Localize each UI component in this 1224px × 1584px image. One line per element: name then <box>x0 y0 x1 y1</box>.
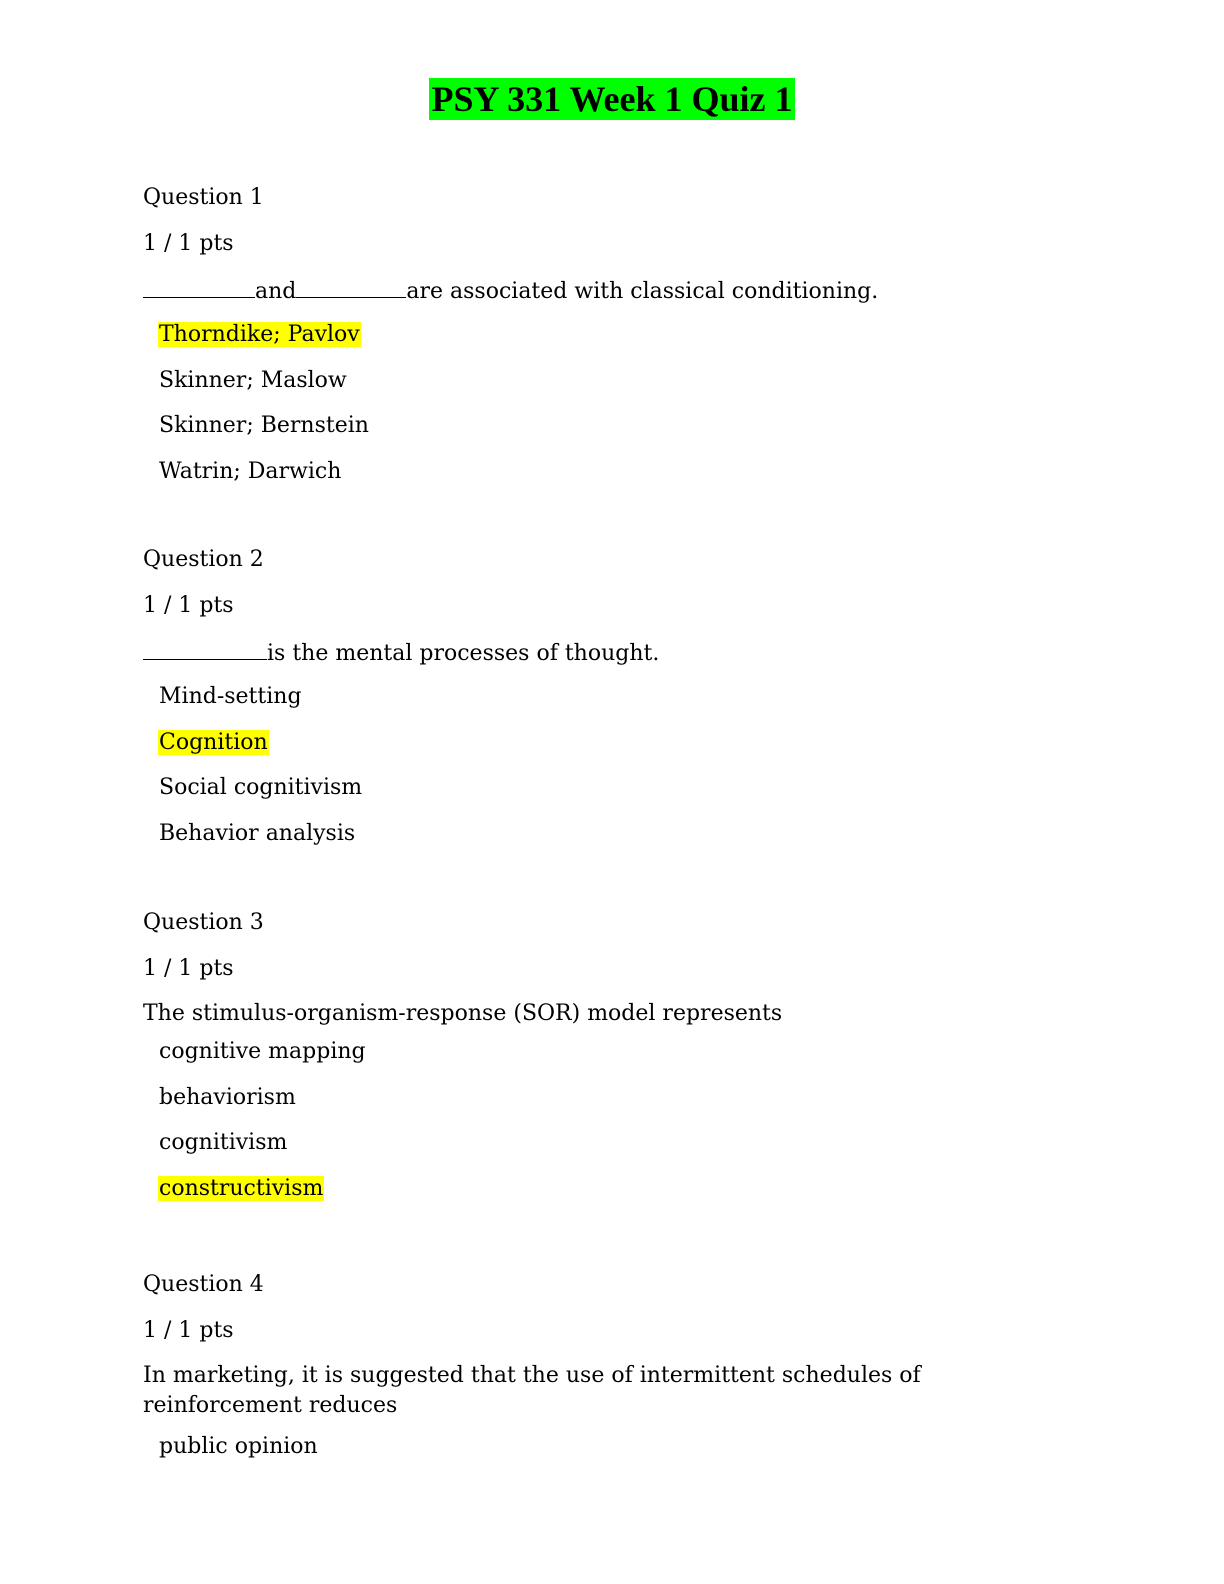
prompt-text: are associated with classical conditioni… <box>406 279 879 304</box>
option-text: Skinner; Maslow <box>159 367 347 393</box>
option-text: cognitivism <box>159 1130 288 1155</box>
answer-options: public opinion <box>143 1434 1093 1460</box>
option-text: constructivism <box>158 1175 325 1201</box>
prompt-text: and <box>255 279 297 304</box>
answer-option[interactable]: Skinner; Bernstein <box>158 413 1093 439</box>
option-text: behaviorism <box>159 1084 296 1110</box>
question-1: Question 1 1 / 1 pts and are associated w… <box>143 185 1093 504</box>
question-label: Question 1 <box>143 185 264 210</box>
option-text: Behavior analysis <box>159 820 356 846</box>
question-points: 1 / 1 pts <box>143 956 234 981</box>
option-text: Cognition <box>158 729 269 755</box>
question-prompt: is the mental processes of thought. <box>143 639 1093 667</box>
answer-option[interactable]: public opinion <box>158 1434 1093 1460</box>
option-text: Social cognitivism <box>159 775 363 800</box>
question-points: 1 / 1 pts <box>143 1318 234 1343</box>
option-text: Watrin; Darwich <box>159 458 342 484</box>
option-text: Thorndike; Pavlov <box>158 322 361 347</box>
answer-option[interactable]: cognitivism <box>158 1130 1093 1156</box>
prompt-text: is the mental processes of thought. <box>267 641 660 666</box>
page-title: PSY 331 Week 1 Quiz 1 <box>429 78 795 120</box>
answer-option[interactable]: cognitive mapping <box>158 1039 1093 1065</box>
question-4: Question 4 1 / 1 pts In marketing, it is… <box>143 1272 1093 1480</box>
option-text: public opinion <box>159 1434 318 1459</box>
answer-option[interactable]: Behavior analysis <box>158 821 1093 847</box>
blank-line <box>296 277 407 298</box>
question-label: Question 2 <box>143 547 264 572</box>
question-2: Question 2 1 / 1 pts is the mental proce… <box>143 547 1093 866</box>
answer-option[interactable]: behaviorism <box>158 1085 1093 1111</box>
question-label: Question 3 <box>143 910 264 935</box>
question-points: 1 / 1 pts <box>143 593 234 618</box>
answer-option[interactable]: Mind-setting <box>158 684 1093 710</box>
question-points: 1 / 1 pts <box>143 231 234 256</box>
question-prompt: In marketing, it is suggested that the u… <box>143 1363 921 1418</box>
blank-line <box>143 277 255 298</box>
answer-options: Thorndike; Pavlov Skinner; Maslow Skinne… <box>143 322 1093 485</box>
option-text: Skinner; Bernstein <box>159 413 369 438</box>
question-label: Question 4 <box>143 1272 264 1297</box>
question-prompt: and are associated with classical conditi… <box>143 277 1093 305</box>
answer-option[interactable]: constructivism <box>158 1175 1093 1202</box>
answer-option[interactable]: Skinner; Maslow <box>158 368 1093 394</box>
option-text: Mind-setting <box>159 684 302 709</box>
answer-options: Mind-setting Cognition Social cognitivis… <box>143 684 1093 847</box>
option-text: cognitive mapping <box>159 1039 366 1064</box>
title-container: PSY 331 Week 1 Quiz 1 <box>0 78 1224 120</box>
answer-option[interactable]: Thorndike; Pavlov <box>158 322 1093 348</box>
question-prompt: The stimulus-organism-response (SOR) mod… <box>143 1001 783 1026</box>
answer-option[interactable]: Watrin; Darwich <box>158 459 1093 485</box>
answer-options: cognitive mapping behaviorism cognitivis… <box>143 1039 1093 1202</box>
answer-option[interactable]: Cognition <box>158 729 1093 756</box>
blank-line <box>143 639 267 660</box>
answer-option[interactable]: Social cognitivism <box>158 775 1093 801</box>
question-3: Question 3 1 / 1 pts The stimulus-organi… <box>143 910 1093 1221</box>
